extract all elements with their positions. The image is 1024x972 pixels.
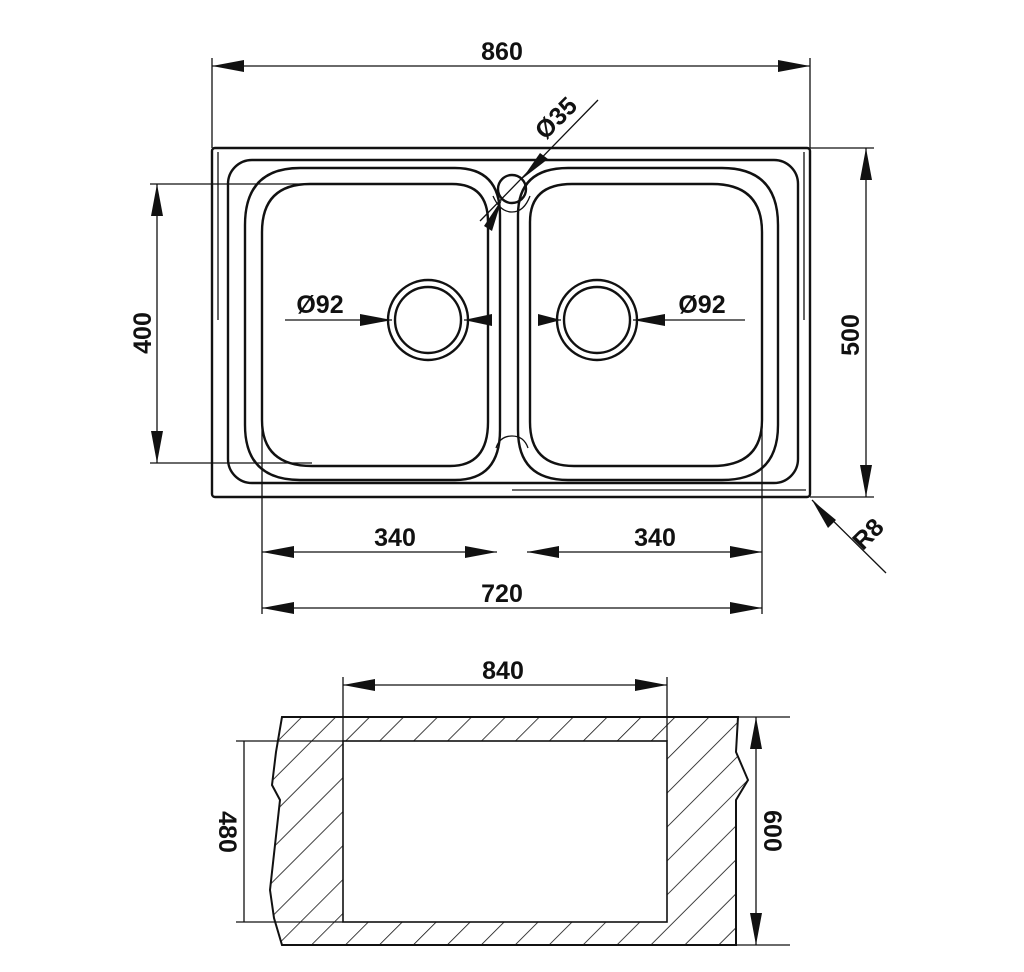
label-overall-width: 860 [481,38,523,66]
dimension-cutout-depth: 480 [213,740,343,923]
label-drain-left: Ø92 [296,291,343,319]
dimension-drain-right: Ø92 [538,291,745,326]
label-bowl-width-right: 340 [634,524,676,552]
right-drain-inner [562,285,632,355]
countertop-cutout-view [268,716,750,946]
dimension-drain-left: Ø92 [285,291,492,326]
label-bowl-depth: 400 [129,312,157,354]
dimension-cutout-width: 840 [342,657,668,741]
tap-hole [496,173,528,205]
label-counter-depth: 600 [758,810,786,852]
sink-inner-deck [226,158,800,485]
right-drain-outer [555,278,639,362]
divider-bottom-notch [495,435,529,449]
dimension-overall-depth: 500 [810,147,874,498]
dimension-bowl-width-left: 340 [262,524,497,558]
label-tap-hole: Ø35 [530,92,583,145]
sink-outer-rim [210,146,812,499]
label-bowls-total-width: 720 [481,580,523,608]
dimension-overall-width: 860 [211,38,811,148]
label-corner-radius: R8 [847,513,889,555]
dimension-bowl-depth: 400 [129,183,312,464]
left-bowl-inner [260,182,490,468]
dimension-bowl-width-right: 340 [527,524,762,558]
dimension-counter-depth: 600 [736,716,790,946]
left-drain-inner [393,285,463,355]
left-drain-outer [386,278,470,362]
left-bowl-outer [243,166,502,482]
dimension-tap-hole: Ø35 [479,92,599,231]
label-cutout-width: 840 [482,657,524,685]
cutout-opening [342,740,668,923]
right-bowl-inner [528,182,764,468]
dimension-corner-radius: R8 [811,499,890,574]
label-overall-depth: 500 [837,314,865,356]
label-cutout-depth: 480 [213,811,241,853]
dimension-bowls-total-width: 720 [262,580,762,614]
label-bowl-width-left: 340 [374,524,416,552]
right-bowl-outer [516,166,780,482]
label-drain-right: Ø92 [678,291,725,319]
sink-top-view [210,146,812,499]
